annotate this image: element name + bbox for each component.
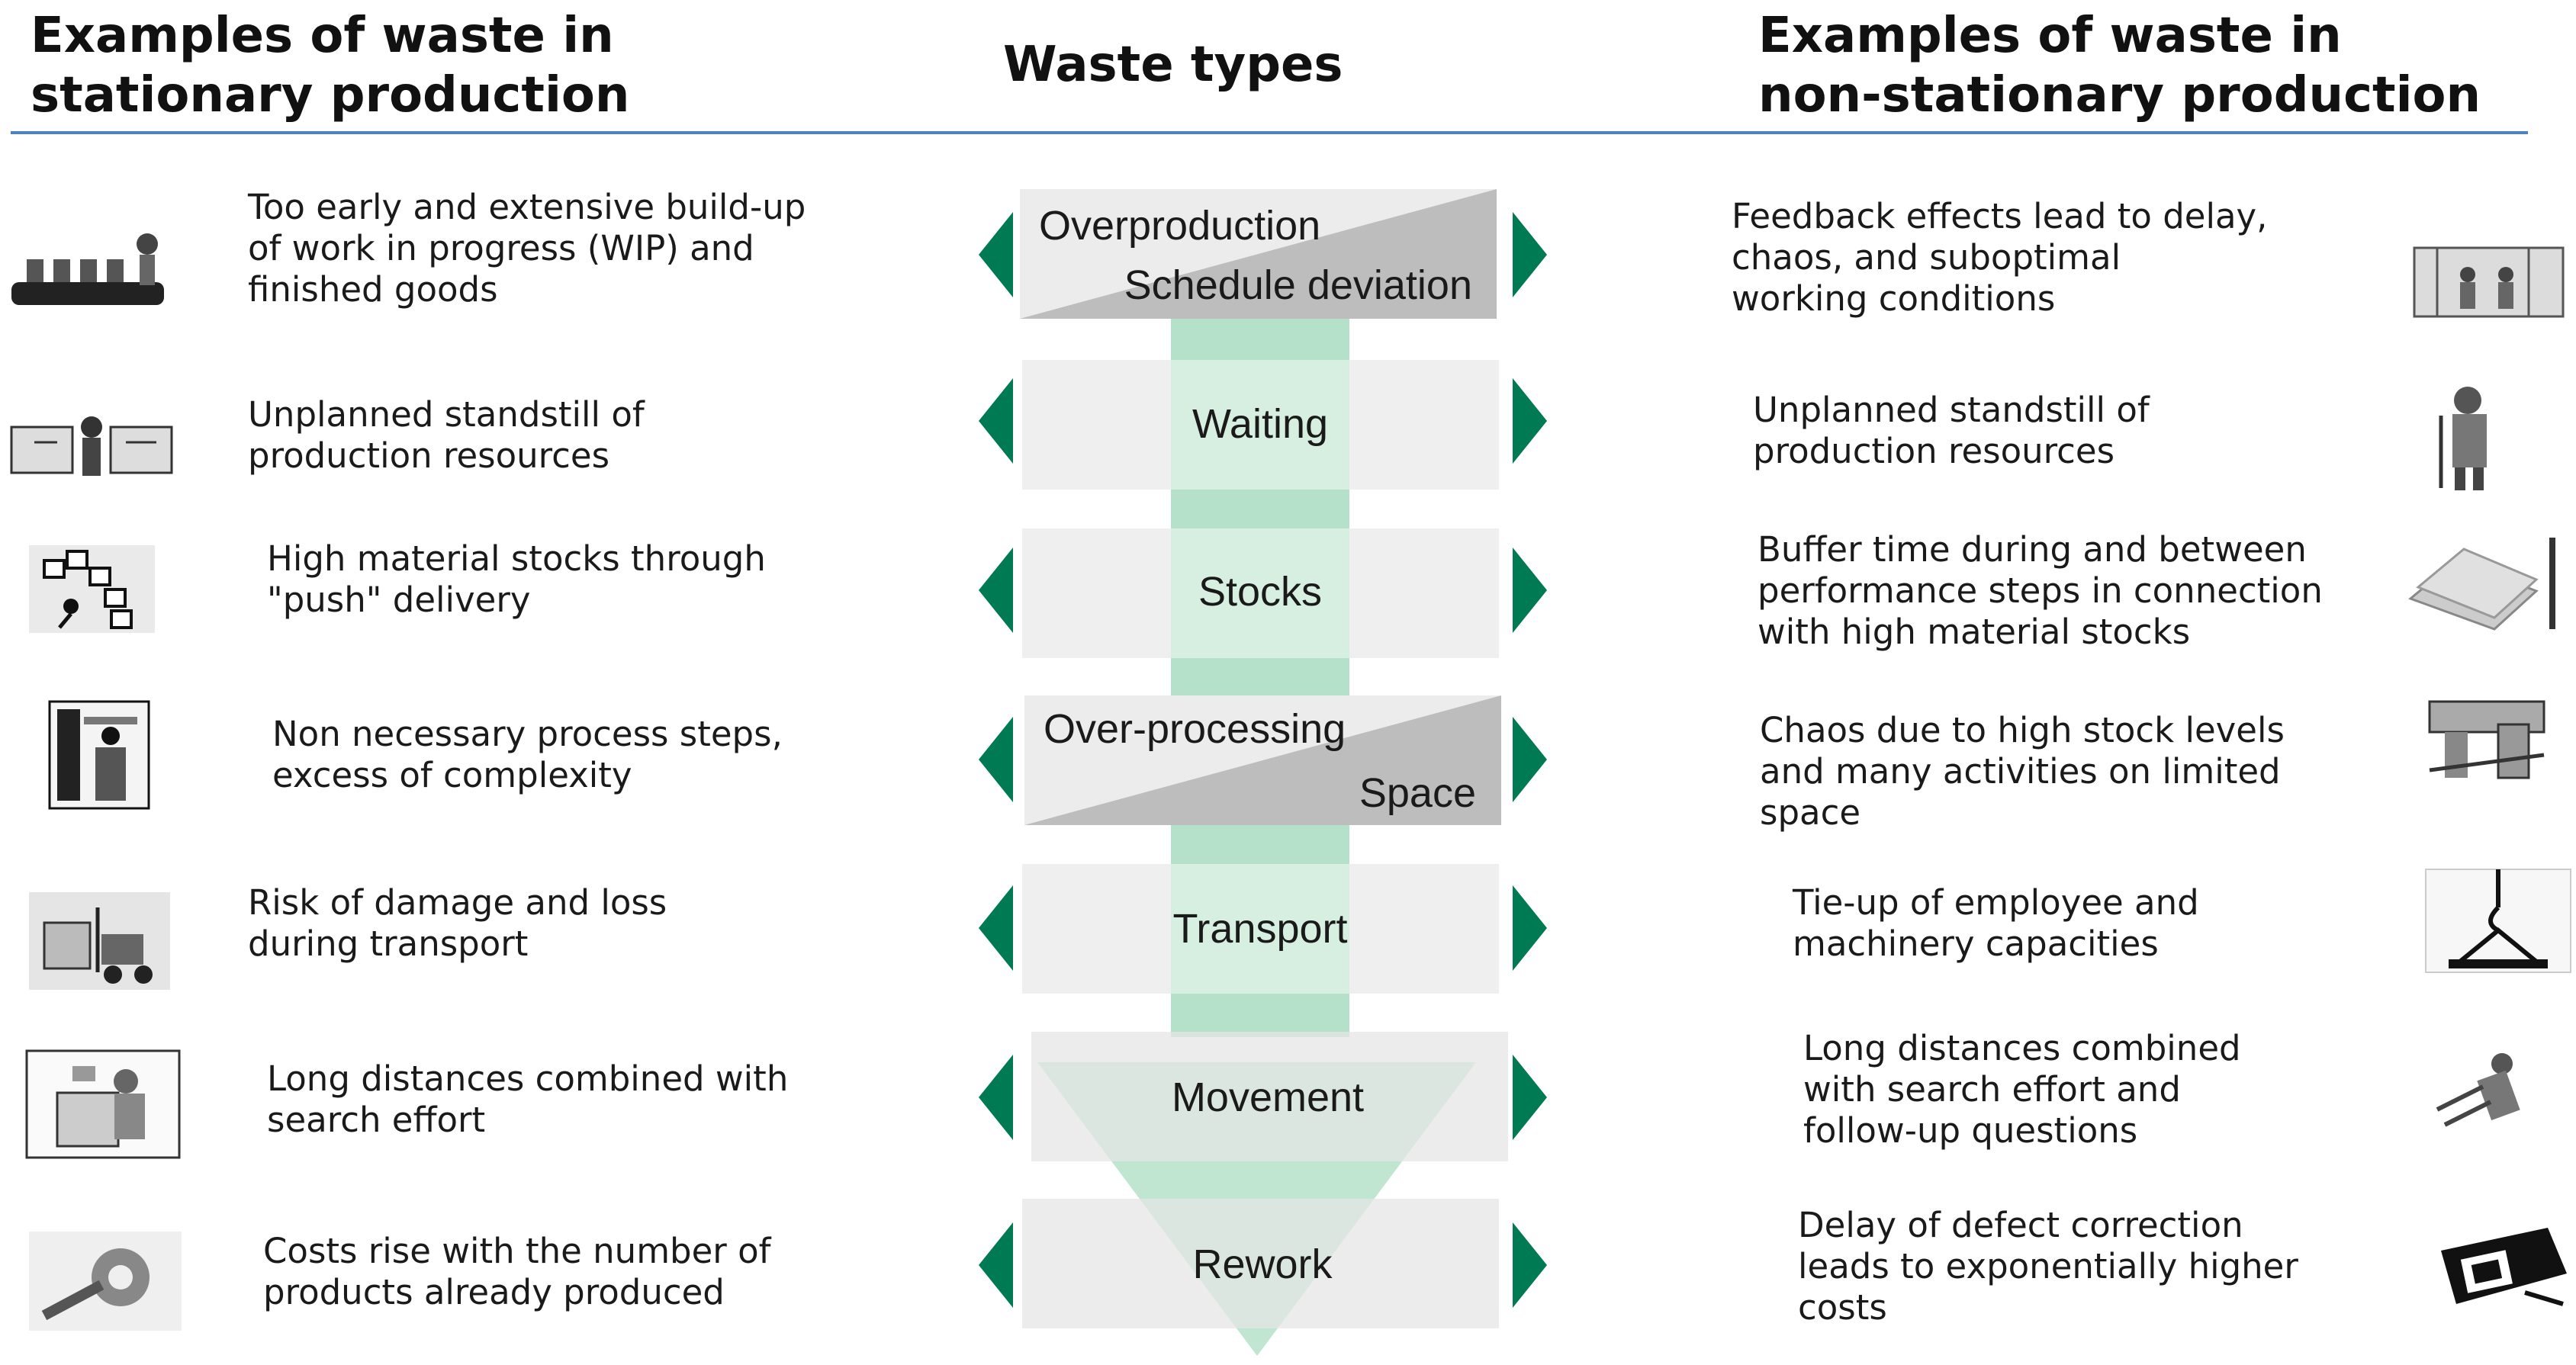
worker-walking-icon (2436, 1053, 2520, 1127)
arrow-left-icon (979, 1055, 1013, 1140)
header-stationary: Examples of waste in stationary producti… (31, 8, 630, 124)
waste-label-overproduction: Overproduction (1039, 203, 1320, 249)
waste-label-transport: Transport (1172, 906, 1347, 952)
arrow-left-icon (979, 1222, 1013, 1308)
waste-label-space: Space (1359, 770, 1476, 816)
waste-label-movement: Movement (1172, 1074, 1364, 1120)
steel-beams-icon (2428, 700, 2545, 779)
stationary-example-7: Costs rise with the number of products a… (263, 1231, 771, 1312)
stacked-boxes-icon (29, 545, 155, 633)
waste-label-stocks: Stocks (1198, 569, 1322, 615)
waste-box-stocks: Stocks (1022, 528, 1499, 658)
stationary-example-2: Unplanned standstill of production resou… (248, 394, 645, 476)
waste-box-waiting: Waiting (1022, 360, 1499, 490)
searching-boxes-icon (25, 1049, 181, 1159)
arrow-left-icon (979, 548, 1013, 633)
header-waste-types: Waste types (1003, 37, 1343, 93)
non-stationary-example-6: Long distances combined with search effo… (1803, 1028, 2241, 1151)
arrow-right-icon (1513, 885, 1547, 971)
waste-box-overproduction: Overproduction Schedule deviation (1020, 189, 1497, 319)
assembly-line-worker-icon (11, 233, 164, 305)
waste-label-rework: Rework (1192, 1241, 1333, 1287)
construction-crew-icon (2413, 246, 2565, 318)
arrow-right-icon (1513, 548, 1547, 633)
waste-box-movement: Movement (1031, 1032, 1508, 1161)
waste-box-over-processing: Over-processing Space (1024, 695, 1501, 825)
arrow-left-icon (979, 885, 1013, 971)
arrow-left-icon (979, 212, 1013, 297)
arrow-right-icon (1513, 717, 1547, 802)
stationary-example-4: Non necessary process steps, excess of c… (272, 714, 783, 795)
header-divider (11, 131, 2528, 134)
non-stationary-example-7: Delay of defect correction leads to expo… (1798, 1205, 2298, 1328)
arrow-right-icon (1513, 378, 1547, 464)
toolbox-icon (2441, 1228, 2567, 1306)
non-stationary-example-2: Unplanned standstill of production resou… (1753, 390, 2150, 471)
non-stationary-example-5: Tie-up of employee and machinery capacit… (1793, 882, 2199, 964)
construction-worker-icon (2439, 387, 2487, 490)
waste-box-transport: Transport (1022, 864, 1499, 994)
waste-box-rework: Rework (1022, 1199, 1499, 1328)
non-stationary-example-3: Buffer time during and between performan… (1758, 529, 2323, 652)
waste-label-schedule-deviation: Schedule deviation (1124, 262, 1472, 308)
arrow-right-icon (1513, 212, 1547, 297)
stationary-example-1: Too early and extensive build-up of work… (248, 187, 806, 310)
wrench-gear-icon (29, 1232, 182, 1331)
non-stationary-example-4: Chaos due to high stock levels and many … (1760, 710, 2285, 833)
forklift-icon (29, 892, 170, 990)
header-non-stationary: Examples of waste in non-stationary prod… (1758, 8, 2481, 124)
stationary-example-3: High material stocks through "push" deli… (267, 538, 766, 620)
waste-label-waiting: Waiting (1192, 401, 1328, 447)
arrow-left-icon (979, 717, 1013, 802)
non-stationary-example-1: Feedback effects lead to delay, chaos, a… (1732, 196, 2268, 319)
waste-label-over-processing: Over-processing (1044, 706, 1346, 752)
lumber-stack-icon (2408, 538, 2555, 631)
stationary-example-6: Long distances combined with search effo… (267, 1058, 789, 1140)
crane-hook-icon (2425, 869, 2571, 973)
stationary-example-5: Risk of damage and loss during transport (248, 882, 667, 964)
arrow-right-icon (1513, 1055, 1547, 1140)
idle-worker-icon (10, 416, 173, 476)
arrow-right-icon (1513, 1222, 1547, 1308)
arrow-left-icon (979, 378, 1013, 464)
cluttered-office-icon (48, 700, 150, 810)
